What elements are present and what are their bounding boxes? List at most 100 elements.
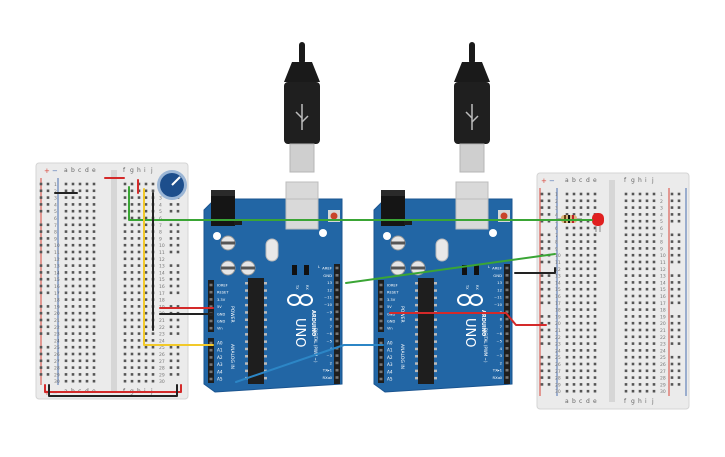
breadboard-hole[interactable] — [92, 332, 96, 335]
breadboard-hole[interactable] — [71, 230, 75, 233]
breadboard-hole[interactable] — [137, 339, 141, 342]
breadboard-hole[interactable] — [85, 345, 89, 349]
rail-hole[interactable] — [677, 199, 681, 203]
breadboard-hole[interactable] — [64, 196, 68, 199]
breadboard-hole[interactable] — [652, 240, 656, 243]
breadboard-hole[interactable] — [638, 247, 642, 250]
digital-pin[interactable] — [335, 339, 339, 343]
breadboard-hole[interactable] — [579, 383, 583, 386]
breadboard-hole[interactable] — [645, 321, 649, 325]
digital-pin[interactable] — [505, 368, 509, 372]
breadboard-hole[interactable] — [85, 264, 89, 267]
breadboard-hole[interactable] — [144, 230, 148, 233]
breadboard-hole[interactable] — [624, 240, 628, 243]
breadboard-hole[interactable] — [71, 223, 75, 227]
rail-hole[interactable] — [39, 311, 43, 315]
breadboard-hole[interactable] — [572, 383, 576, 386]
breadboard-hole[interactable] — [151, 189, 155, 193]
rail-hole[interactable] — [169, 230, 173, 233]
breadboard-hole[interactable] — [645, 260, 649, 264]
power-pin[interactable] — [209, 326, 213, 330]
breadboard-hole[interactable] — [631, 274, 635, 277]
rail-hole[interactable] — [176, 271, 180, 274]
breadboard-hole[interactable] — [144, 223, 148, 227]
breadboard-hole[interactable] — [586, 294, 590, 298]
breadboard-hole[interactable] — [78, 366, 82, 369]
breadboard-hole[interactable] — [652, 362, 656, 366]
breadboard-hole[interactable] — [92, 366, 96, 369]
breadboard-hole[interactable] — [579, 328, 583, 332]
rail-hole[interactable] — [46, 305, 50, 308]
digital-pin[interactable] — [505, 325, 509, 328]
rail-hole[interactable] — [670, 294, 674, 298]
breadboard-hole[interactable] — [631, 315, 635, 318]
analog-pin[interactable] — [379, 370, 383, 374]
breadboard-hole[interactable] — [631, 308, 635, 311]
rail-hole[interactable] — [670, 355, 674, 359]
breadboard-hole[interactable] — [64, 237, 68, 240]
breadboard-hole[interactable] — [137, 230, 141, 233]
breadboard-hole[interactable] — [586, 233, 590, 237]
breadboard-hole[interactable] — [137, 305, 141, 308]
breadboard-hole[interactable] — [137, 298, 141, 301]
breadboard-hole[interactable] — [638, 342, 642, 345]
rail-hole[interactable] — [46, 209, 50, 213]
breadboard-hole[interactable] — [78, 298, 82, 301]
breadboard-hole[interactable] — [638, 362, 642, 366]
breadboard-hole[interactable] — [579, 199, 583, 203]
rail-hole[interactable] — [176, 209, 180, 213]
breadboard-hole[interactable] — [586, 376, 590, 379]
breadboard-hole[interactable] — [638, 294, 642, 298]
breadboard-hole[interactable] — [85, 379, 89, 383]
rail-hole[interactable] — [169, 359, 173, 363]
rail-hole[interactable] — [547, 315, 551, 318]
breadboard-hole[interactable] — [137, 237, 141, 240]
breadboard-hole[interactable] — [593, 240, 597, 243]
breadboard-hole[interactable] — [624, 253, 628, 257]
breadboard-hole[interactable] — [645, 192, 649, 196]
breadboard-hole[interactable] — [137, 284, 141, 288]
breadboard-hole[interactable] — [64, 271, 68, 274]
breadboard-hole[interactable] — [586, 267, 590, 271]
rail-hole[interactable] — [46, 203, 50, 206]
breadboard-hole[interactable] — [565, 240, 569, 243]
breadboard-hole[interactable] — [78, 379, 82, 383]
breadboard-hole[interactable] — [638, 253, 642, 257]
analog-pin[interactable] — [209, 377, 213, 381]
breadboard-hole[interactable] — [579, 369, 583, 373]
analog-pin[interactable] — [379, 341, 383, 345]
rail-hole[interactable] — [176, 264, 180, 267]
rail-hole[interactable] — [547, 335, 551, 339]
rail-hole[interactable] — [547, 247, 551, 250]
rail-hole[interactable] — [176, 318, 180, 322]
breadboard-hole[interactable] — [631, 281, 635, 284]
rail-hole[interactable] — [176, 277, 180, 281]
breadboard-hole[interactable] — [572, 376, 576, 379]
reset-button-cap[interactable] — [330, 212, 338, 220]
rail-hole[interactable] — [46, 318, 50, 322]
breadboard-hole[interactable] — [71, 359, 75, 363]
rail-hole[interactable] — [677, 247, 681, 250]
breadboard-hole[interactable] — [144, 359, 148, 363]
power-pin[interactable] — [209, 319, 213, 323]
breadboard-hole[interactable] — [123, 209, 127, 213]
wire-black-bottom[interactable] — [48, 384, 178, 397]
breadboard-hole[interactable] — [579, 253, 583, 257]
wire-black-right[interactable] — [514, 267, 556, 274]
breadboard-hole[interactable] — [586, 192, 590, 196]
breadboard-hole[interactable] — [631, 219, 635, 223]
breadboard-hole[interactable] — [586, 206, 590, 209]
rail-hole[interactable] — [540, 362, 544, 366]
breadboard-hole[interactable] — [638, 192, 642, 196]
rail-hole[interactable] — [46, 250, 50, 254]
breadboard-hole[interactable] — [593, 376, 597, 379]
breadboard-hole[interactable] — [586, 308, 590, 311]
breadboard-hole[interactable] — [144, 291, 148, 295]
breadboard-hole[interactable] — [78, 284, 82, 288]
rail-hole[interactable] — [39, 230, 43, 233]
breadboard-hole[interactable] — [624, 308, 628, 311]
rail-hole[interactable] — [46, 373, 50, 376]
breadboard-hole[interactable] — [71, 352, 75, 356]
rail-hole[interactable] — [176, 237, 180, 240]
rail-hole[interactable] — [39, 203, 43, 206]
